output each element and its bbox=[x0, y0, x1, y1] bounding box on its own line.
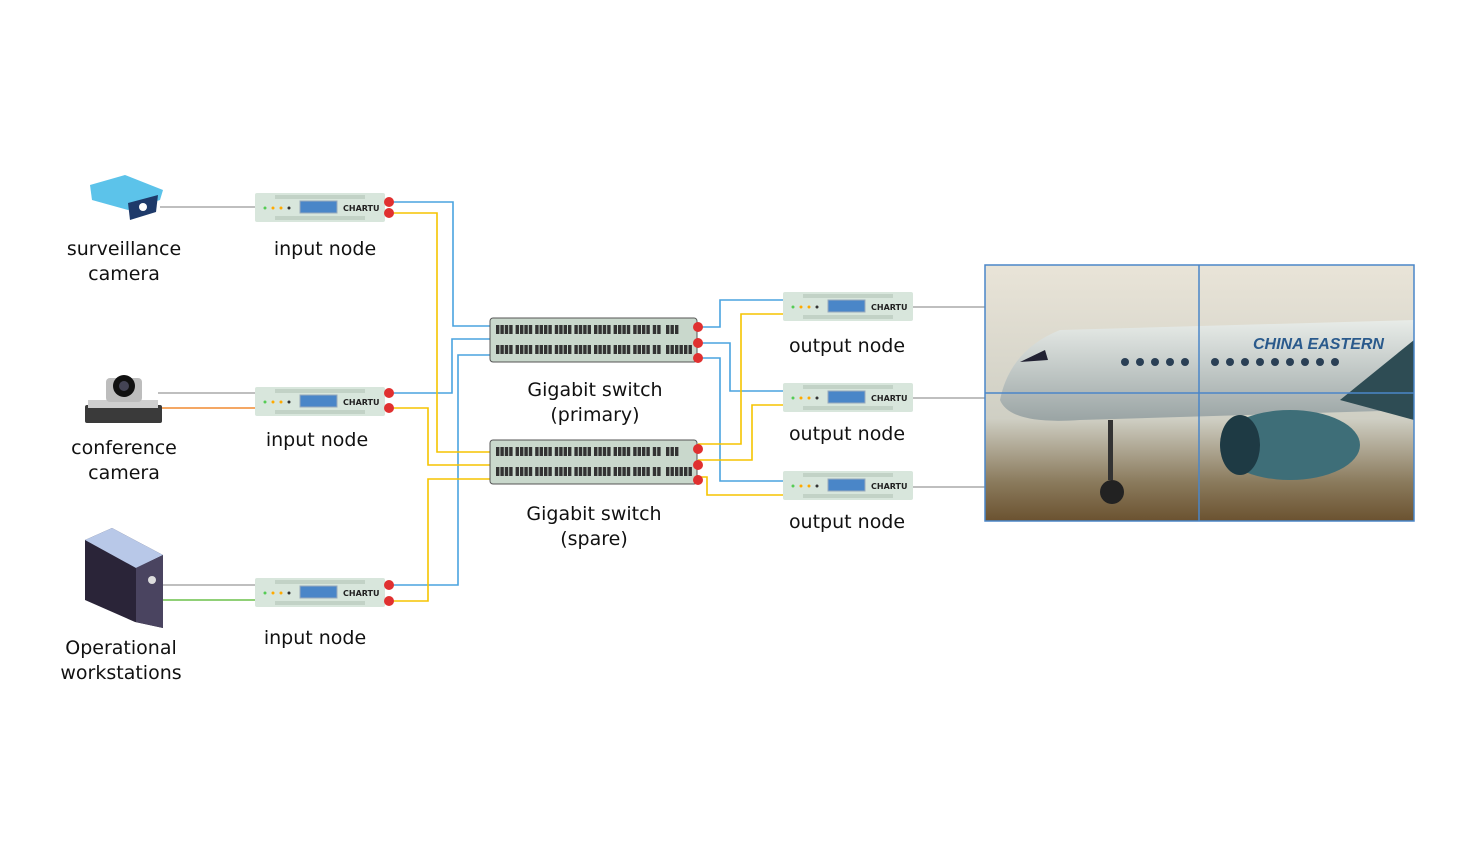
output-node-label: output node bbox=[788, 335, 906, 357]
port bbox=[693, 338, 703, 348]
chartu-node: CHARTU bbox=[783, 383, 913, 412]
port bbox=[693, 353, 703, 363]
brand-text: CHARTU bbox=[871, 303, 908, 312]
brand-text: CHARTU bbox=[343, 204, 380, 213]
port bbox=[693, 322, 703, 332]
port bbox=[384, 403, 394, 413]
input-node-label: input node bbox=[263, 627, 367, 649]
workstations-label: Operational workstations bbox=[60, 637, 182, 684]
chartu-node: CHARTU bbox=[255, 387, 394, 416]
video-wall: CHINA EASTERN bbox=[984, 264, 1415, 522]
workstation-icon bbox=[85, 528, 163, 628]
brand-text: CHARTU bbox=[871, 394, 908, 403]
port bbox=[693, 460, 703, 470]
switch-spare-label: Gigabit switch (spare) bbox=[526, 503, 662, 550]
switch-primary-label: Gigabit switch (primary) bbox=[527, 379, 663, 426]
airline-livery-text: CHINA EASTERN bbox=[1253, 336, 1384, 353]
port bbox=[693, 444, 703, 454]
port bbox=[384, 197, 394, 207]
switch-spare bbox=[489, 439, 703, 485]
port bbox=[384, 596, 394, 606]
output-node-label: output node bbox=[788, 511, 906, 533]
conference-camera-icon bbox=[85, 375, 162, 423]
surveillance-camera-icon bbox=[90, 175, 163, 220]
port bbox=[384, 388, 394, 398]
switch-primary bbox=[489, 317, 703, 363]
port bbox=[384, 580, 394, 590]
brand-text: CHARTU bbox=[343, 589, 380, 598]
port bbox=[384, 208, 394, 218]
port bbox=[693, 475, 703, 485]
chartu-node: CHARTU bbox=[783, 292, 913, 321]
input-node-label: input node bbox=[273, 238, 377, 260]
conference-camera-label: conference camera bbox=[71, 437, 177, 484]
chartu-node: CHARTU bbox=[255, 578, 394, 607]
brand-text: CHARTU bbox=[871, 482, 908, 491]
chartu-node: CHARTU bbox=[783, 471, 913, 500]
input-node-label: input node bbox=[265, 429, 369, 451]
links bbox=[158, 201, 985, 602]
output-node-label: output node bbox=[788, 423, 906, 445]
brand-text: CHARTU bbox=[343, 398, 380, 407]
chartu-node: CHARTU bbox=[255, 193, 394, 222]
surveillance-camera-label: surveillance camera bbox=[66, 238, 182, 285]
